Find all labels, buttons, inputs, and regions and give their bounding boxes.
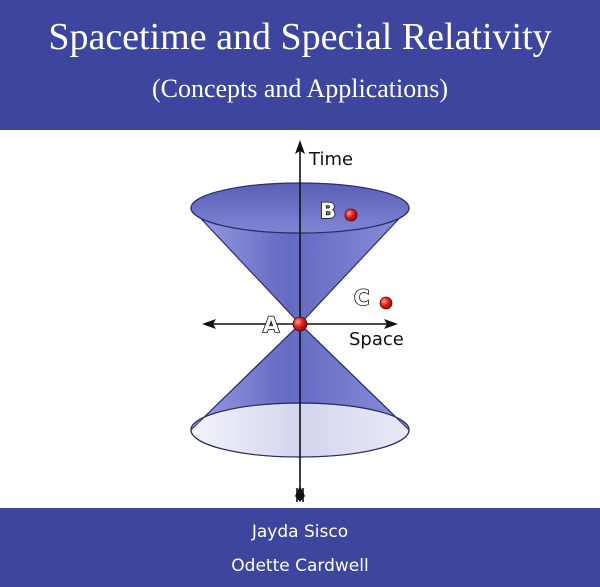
author-name: Odette Cardwell — [231, 556, 369, 576]
event-a-label: A — [263, 313, 280, 337]
time-axis-label: Time — [308, 149, 353, 170]
author-banner: Jayda Sisco Odette Cardwell — [0, 508, 600, 587]
event-b-label: B — [320, 199, 336, 223]
title-banner: Spacetime and Special Relativity (Concep… — [0, 0, 600, 130]
book-subtitle: (Concepts and Applications) — [151, 74, 449, 103]
space-axis-label: Space — [349, 329, 404, 350]
event-b-point — [344, 208, 358, 222]
light-cone-svg: Time Space B C A — [190, 140, 410, 502]
event-c-label: C — [354, 286, 369, 310]
book-title: Spacetime and Special Relativity — [48, 16, 552, 58]
light-cone-diagram: Time Space B C A — [0, 130, 600, 508]
event-a-point — [292, 316, 308, 332]
author-name: Jayda Sisco — [251, 522, 349, 542]
event-c-point — [379, 296, 393, 310]
